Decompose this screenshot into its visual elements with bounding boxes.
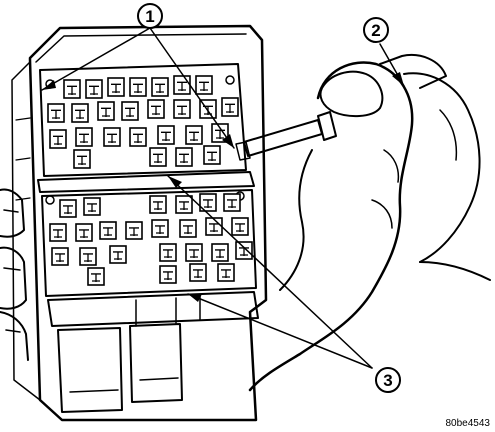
fuse-block-housing bbox=[11, 24, 268, 422]
fuse bbox=[87, 267, 105, 286]
right-hand-outline bbox=[235, 54, 491, 392]
fuse bbox=[185, 125, 203, 145]
fuse bbox=[63, 79, 81, 99]
fuse bbox=[195, 75, 213, 95]
fuse bbox=[151, 77, 169, 97]
fuse bbox=[149, 147, 167, 167]
fuse bbox=[71, 103, 89, 123]
fuse bbox=[103, 127, 121, 147]
fuse bbox=[157, 125, 175, 145]
fuse bbox=[147, 99, 165, 119]
callout-2-label: 2 bbox=[371, 21, 380, 40]
leader-lines bbox=[41, 27, 405, 369]
fuse-array bbox=[47, 75, 253, 286]
fuse bbox=[199, 193, 217, 212]
fuse bbox=[203, 145, 221, 165]
fuse bbox=[121, 101, 139, 121]
fuse bbox=[49, 129, 67, 149]
fuse bbox=[129, 127, 147, 147]
fuse bbox=[47, 103, 65, 123]
fuse bbox=[73, 149, 91, 169]
fuse bbox=[235, 241, 253, 260]
callout-3-label: 3 bbox=[383, 371, 392, 390]
fuse bbox=[173, 75, 191, 95]
fuse bbox=[231, 217, 249, 236]
fuse bbox=[151, 219, 169, 238]
fuse bbox=[109, 245, 127, 264]
callout-3: 3 bbox=[375, 367, 401, 393]
fuse bbox=[189, 263, 207, 282]
fuse bbox=[83, 197, 101, 216]
fuse bbox=[75, 127, 93, 147]
fuse bbox=[175, 147, 193, 167]
fuse bbox=[223, 193, 241, 212]
fuse bbox=[175, 195, 193, 214]
callout-1: 1 bbox=[137, 3, 163, 29]
fuse bbox=[159, 265, 177, 284]
fuse bbox=[75, 223, 93, 242]
fuse bbox=[205, 217, 223, 236]
fuse bbox=[129, 77, 147, 97]
fuse bbox=[211, 123, 229, 143]
fuse bbox=[149, 195, 167, 214]
fuse bbox=[179, 219, 197, 238]
fuse bbox=[173, 99, 191, 119]
fuse bbox=[49, 223, 67, 242]
callout-2: 2 bbox=[363, 17, 389, 43]
fuse bbox=[107, 77, 125, 97]
fuse bbox=[59, 199, 77, 218]
fuse bbox=[217, 263, 235, 282]
callout-1-label: 1 bbox=[145, 7, 154, 26]
fuse bbox=[51, 247, 69, 266]
fuse bbox=[85, 79, 103, 99]
fuse bbox=[79, 247, 97, 266]
fuse bbox=[159, 243, 177, 262]
fuse bbox=[221, 97, 239, 117]
fuse bbox=[185, 243, 203, 262]
fuse bbox=[97, 101, 115, 121]
fuse bbox=[125, 221, 143, 240]
fuse bbox=[211, 243, 229, 262]
fuse bbox=[99, 221, 117, 240]
figure-code: 80be4543 bbox=[446, 418, 491, 429]
